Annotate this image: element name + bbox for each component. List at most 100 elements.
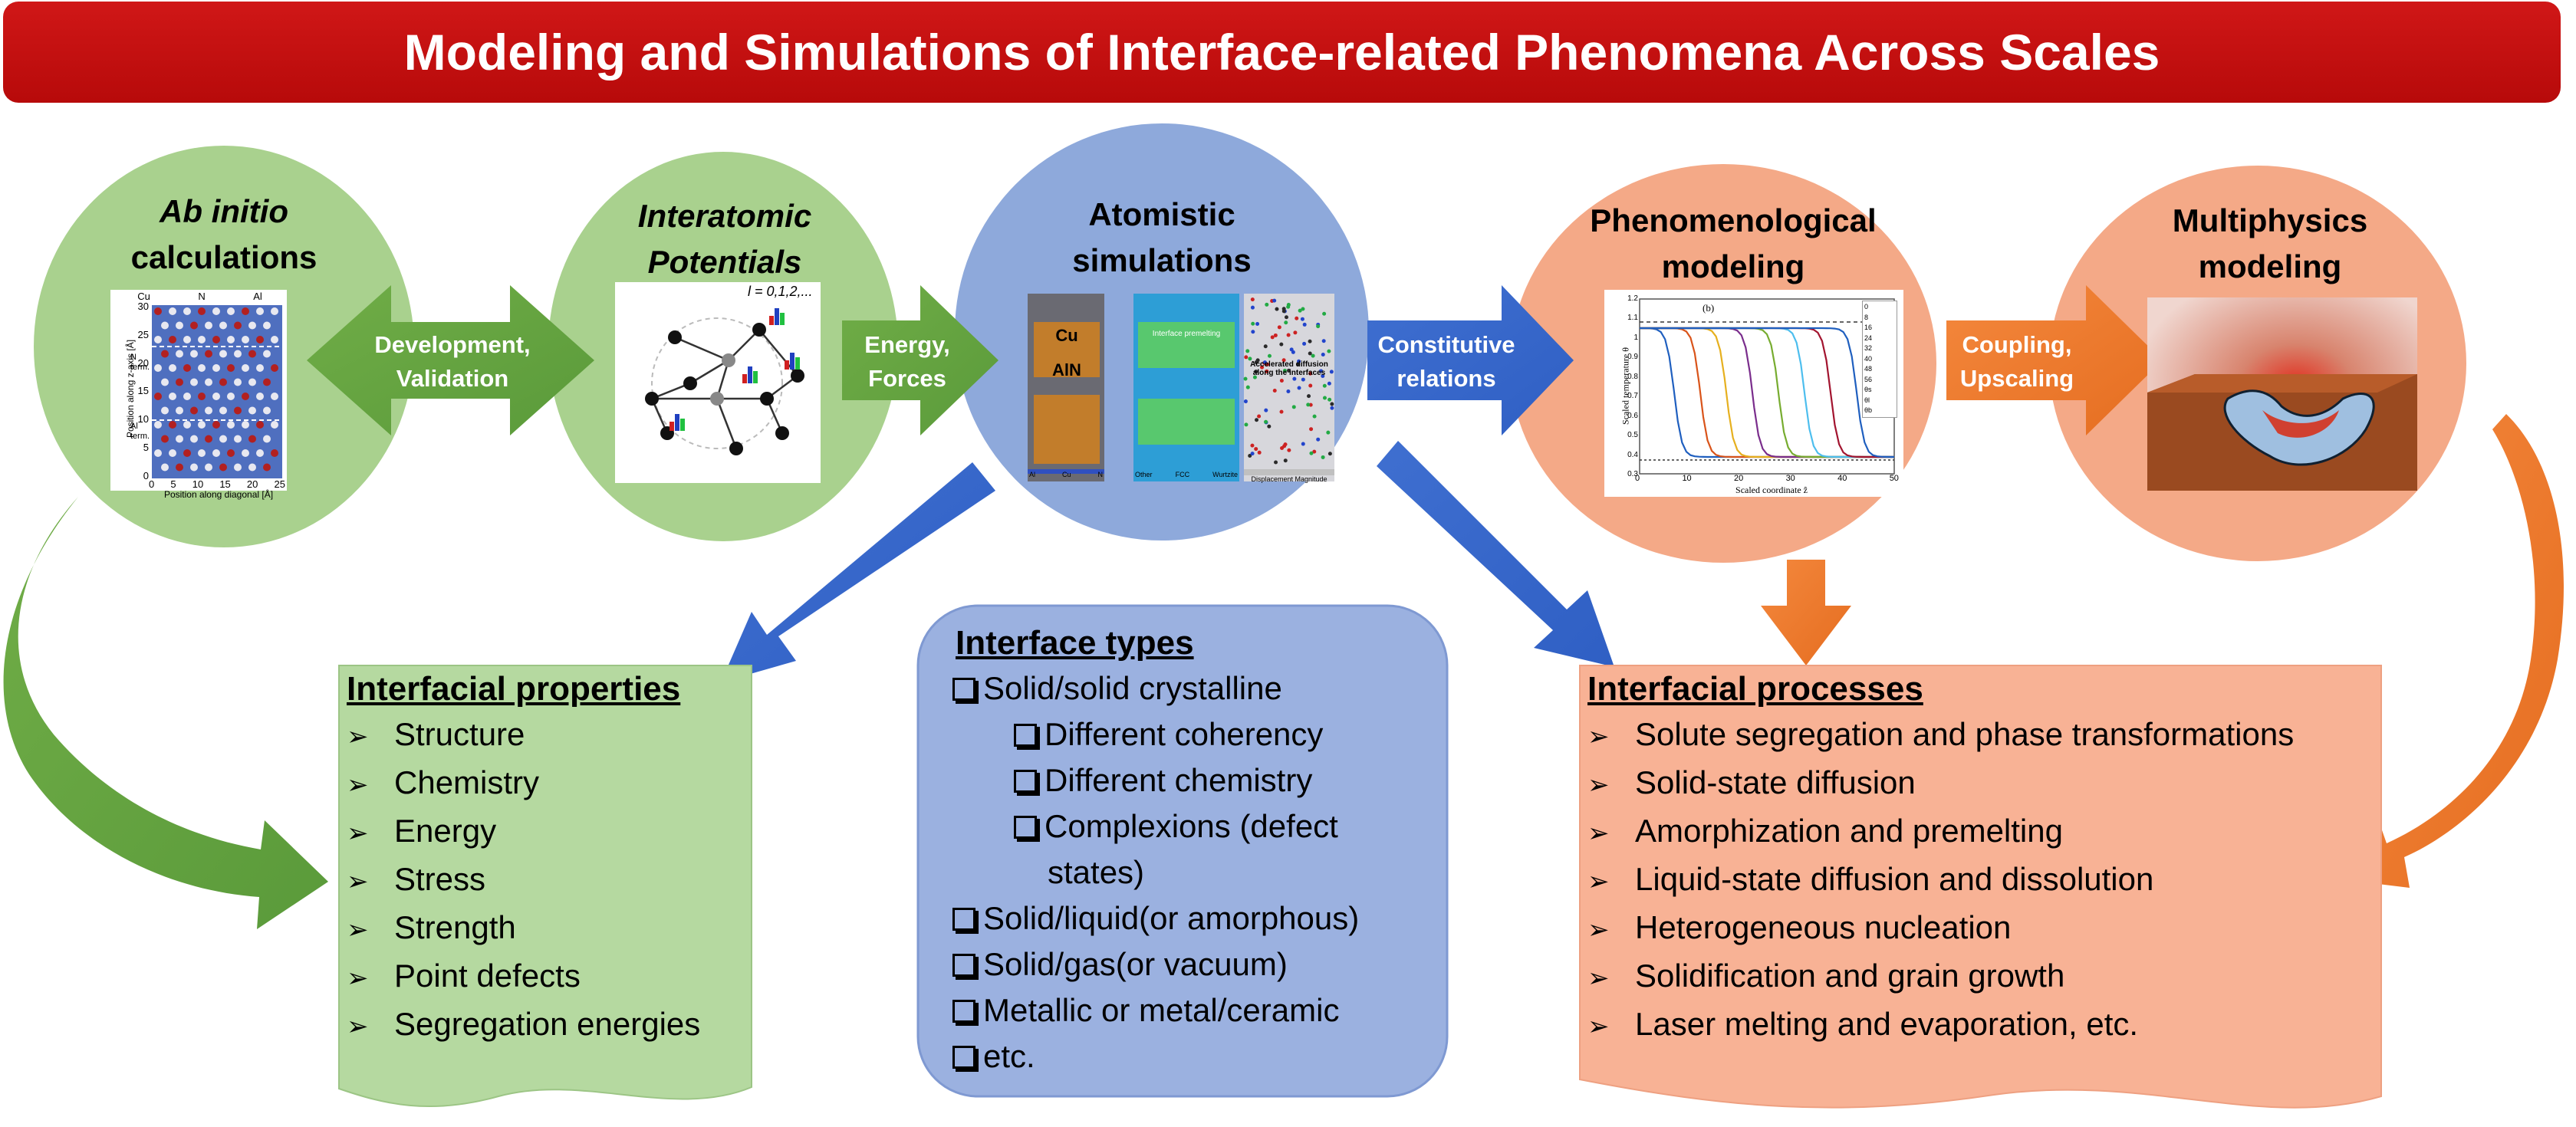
descriptor-bar bbox=[775, 308, 779, 325]
legend-entry: θb bbox=[1864, 406, 1873, 414]
type-item: etc. bbox=[952, 1033, 1443, 1079]
legend-cu: Cu bbox=[137, 291, 150, 302]
title-banner: Modeling and Simulations of Interface-re… bbox=[3, 2, 2561, 103]
atom-dot bbox=[161, 406, 169, 415]
list-item-label: Segregation energies bbox=[394, 1006, 701, 1042]
list-item: ➢Solidification and grain growth bbox=[1587, 953, 2377, 1001]
interatomic-line2: Potentials bbox=[647, 244, 802, 280]
interatomic-figure bbox=[615, 282, 821, 483]
atom-dot bbox=[1280, 445, 1285, 450]
arrow-bullet-icon: ➢ bbox=[1587, 721, 1610, 752]
energy-arrow bbox=[842, 285, 998, 435]
ab-initio-xlabel: Position along diagonal [Å] bbox=[163, 489, 274, 500]
list-item-label: Point defects bbox=[394, 958, 581, 994]
atomistic-aln-label: AlN bbox=[1052, 360, 1081, 380]
atom-dot bbox=[234, 406, 242, 415]
atom-dot bbox=[1263, 344, 1268, 349]
atom-dot bbox=[1296, 362, 1301, 366]
atomistic-panel3-label: Accelerated diffusion along the interfac… bbox=[1250, 360, 1328, 377]
atom-dot bbox=[198, 307, 206, 315]
atom-dot bbox=[1262, 360, 1267, 365]
bond-line bbox=[674, 336, 729, 362]
legend-entry: θl bbox=[1864, 396, 1870, 404]
ytick: 25 bbox=[137, 328, 149, 340]
atom-dot bbox=[256, 421, 264, 429]
atom-dot bbox=[1322, 311, 1327, 316]
interatomic-line1: Interatomic bbox=[637, 198, 812, 234]
atom-dot bbox=[227, 364, 235, 372]
interfacial-properties-content: Interfacial properties ➢Structure ➢Chemi… bbox=[347, 667, 745, 1050]
descriptor-bar bbox=[753, 371, 758, 383]
atom-dot bbox=[1281, 358, 1286, 363]
ytick: 0.4 bbox=[1627, 450, 1638, 459]
atom-dot bbox=[1307, 394, 1311, 399]
legend-entry: 56 bbox=[1864, 375, 1873, 383]
ytick: 10 bbox=[137, 413, 149, 426]
list-item: ➢ Segregation energies bbox=[347, 1001, 745, 1050]
atom-dot bbox=[219, 463, 227, 472]
atom-dot bbox=[1312, 449, 1317, 454]
ytick: 1 bbox=[1633, 333, 1638, 342]
atom-dot bbox=[176, 378, 183, 386]
list-item: ➢ Liquid-state diffusion and dissolution bbox=[1587, 856, 2377, 905]
list-item-label: Heterogeneous nucleation bbox=[1635, 909, 2012, 945]
checkbox-bullet-icon bbox=[1014, 816, 1037, 839]
atom-dot bbox=[248, 463, 256, 472]
atom-dot bbox=[1251, 321, 1255, 326]
atom-dot bbox=[227, 307, 235, 315]
ytick: 0 bbox=[143, 469, 149, 481]
energy-line1: Energy, bbox=[864, 331, 950, 358]
atom-dot bbox=[1287, 448, 1291, 452]
development-arrow bbox=[307, 285, 594, 435]
ab-initio-term-n: N term. bbox=[130, 353, 150, 372]
atom-dot bbox=[176, 321, 183, 330]
legend-entry: 40 bbox=[1864, 354, 1873, 363]
list-item: ➢Amorphization and premelting bbox=[1587, 808, 2377, 856]
atom-dot bbox=[190, 435, 198, 443]
descriptor-bar bbox=[748, 366, 752, 383]
type-subitem: Different coherency bbox=[952, 711, 1443, 757]
atom-dot bbox=[1286, 389, 1291, 393]
atom-dot bbox=[1282, 369, 1287, 373]
atom-dot bbox=[183, 307, 191, 315]
atom-dot bbox=[242, 421, 249, 429]
atom-dot bbox=[183, 336, 191, 343]
atom-dot bbox=[227, 421, 235, 429]
atom-dot bbox=[154, 393, 162, 400]
ytick: 15 bbox=[137, 385, 149, 397]
atom-dot bbox=[256, 336, 264, 343]
legend-entry: 32 bbox=[1864, 344, 1873, 352]
ytick: 0.7 bbox=[1627, 392, 1638, 401]
descriptor-bar bbox=[785, 360, 789, 370]
atom-dot bbox=[1308, 371, 1313, 376]
atom-dot bbox=[190, 321, 198, 330]
interface-types-content: Interface types Solid/solid crystalline … bbox=[952, 621, 1443, 1079]
multiphysics-line1: Multiphysics bbox=[2172, 202, 2368, 238]
ab-initio-yticks: 30 25 20 15 10 5 0 bbox=[132, 301, 149, 481]
list-item: ➢Chemistry bbox=[347, 760, 745, 808]
development-line1: Development, bbox=[374, 331, 531, 358]
xtick: 20 bbox=[246, 478, 258, 490]
arrow-bullet-icon: ➢ bbox=[1587, 866, 1610, 897]
coupling-line2: Upscaling bbox=[1959, 365, 2074, 392]
atom-node bbox=[791, 369, 804, 383]
atom-dot bbox=[1321, 352, 1325, 356]
atom-dot bbox=[1326, 430, 1331, 435]
atom-node bbox=[752, 323, 766, 337]
atom-dot bbox=[183, 421, 191, 429]
atom-dot bbox=[271, 336, 278, 343]
ab-initio-line1: Ab initio bbox=[160, 193, 288, 229]
ab-initio-legend: Cu N Al bbox=[114, 291, 286, 302]
atom-dot bbox=[169, 336, 176, 343]
interfacial-processes-box bbox=[1579, 665, 2382, 1109]
arrow-bullet-icon: ➢ bbox=[347, 1011, 369, 1042]
arrow-bullet-icon: ➢ bbox=[347, 915, 369, 945]
atom-dot bbox=[1284, 320, 1288, 325]
list-item-label: Liquid-state diffusion and dissolution bbox=[1635, 861, 2154, 897]
legend-fcc: FCC bbox=[1175, 471, 1190, 478]
descriptor-bar bbox=[675, 414, 679, 431]
atom-dot bbox=[1306, 402, 1311, 407]
atomistic-legend2: Other FCC Wurtzite bbox=[1135, 471, 1238, 478]
legend-cu: Cu bbox=[1062, 471, 1071, 478]
